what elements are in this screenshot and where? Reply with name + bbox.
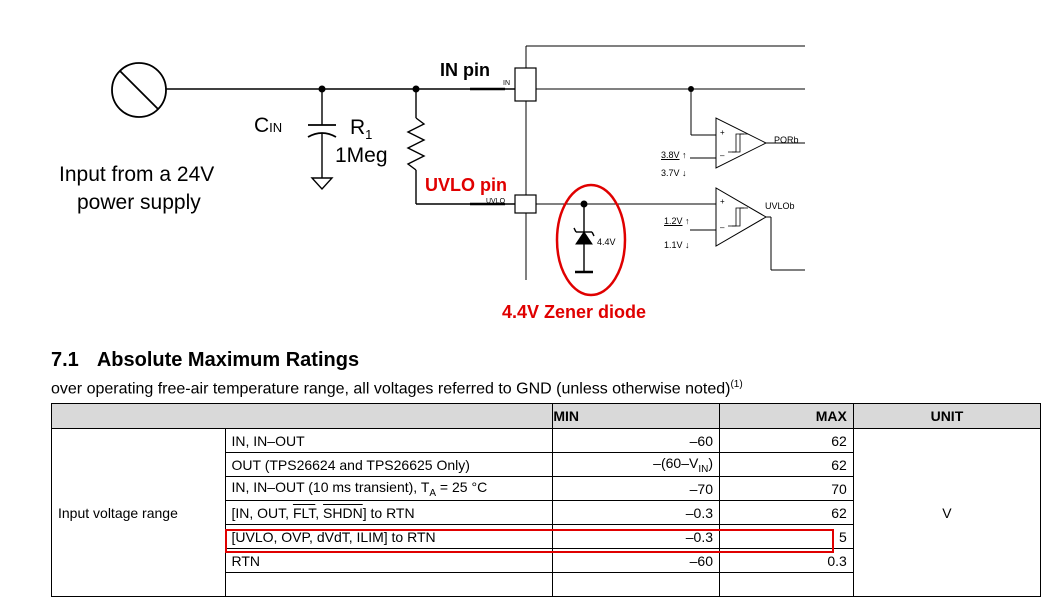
uvlo-pin-box (514, 194, 537, 214)
table-row: IN, IN–OUT (10 ms transient), TA = 25 °C… (52, 476, 1041, 501)
row-min: –60 (552, 548, 720, 573)
header-max: MAX (719, 403, 854, 429)
resistor-value: 1Meg (335, 144, 388, 167)
uvlo-minus-sign: – (720, 223, 725, 232)
row-max: 62 (719, 428, 854, 453)
table-header-row: MIN MAX UNIT (50, 403, 1041, 429)
por-plus-sign: + (720, 128, 725, 137)
resistor-label: R1 (350, 116, 373, 142)
input-source-label-line1: Input from a 24V (59, 163, 215, 186)
res-label-sub: 1 (365, 127, 373, 142)
down-arrow-icon: ↓ (685, 240, 690, 250)
row-min: –70 (552, 476, 720, 501)
capacitor-cin (307, 89, 337, 191)
param-prefix: IN, IN–OUT (10 ms transient), T (231, 478, 430, 495)
table-row: OUT (TPS26624 and TPS26625 Only) –(60–VI… (52, 452, 1041, 477)
row-max: 70 (719, 476, 854, 501)
por-minus-sign: – (720, 151, 725, 160)
por-low-value: 3.7V (661, 168, 680, 178)
circuit-schematic (111, 45, 805, 297)
min-sub: IN (698, 463, 709, 475)
unit-cell: V (852, 428, 1041, 597)
row-min: –(60–VIN) (552, 452, 720, 477)
por-comparator (715, 117, 805, 169)
uvlo-low-threshold: 1.1V ↓ (664, 240, 690, 250)
capacitor-label: CIN (254, 114, 282, 138)
zener-highlight-ellipse (555, 183, 627, 297)
row-param: [UVLO, OVP, dVdT, ILIM] to RTN (224, 524, 554, 549)
zener-caption: 4.4V Zener diode (502, 302, 647, 322)
down-arrow-icon: ↓ (682, 168, 687, 178)
row-max: 5 (719, 524, 854, 549)
subtitle-text: over operating free-air temperature rang… (51, 380, 731, 398)
row-param: RTN (224, 548, 554, 573)
por-low-threshold: 3.7V ↓ (661, 168, 687, 178)
por-high-threshold: 3.8V ↑ (661, 150, 687, 160)
row-min: –60 (552, 428, 720, 453)
param-part-c: , (315, 504, 324, 521)
zener-diode (573, 204, 595, 274)
header-unit: UNIT (852, 403, 1041, 429)
uvlo-comparator (715, 187, 805, 271)
row-param (224, 572, 554, 597)
row-min: –0.3 (552, 500, 720, 525)
row-max: 62 (719, 452, 854, 477)
up-arrow-icon: ↑ (682, 150, 687, 160)
in-pin-box (514, 67, 537, 102)
in-pin-small-label: IN (503, 80, 510, 87)
group-label: Input voltage range (51, 428, 226, 597)
voltage-source-symbol (111, 62, 167, 118)
param-part-a: [IN, OUT, (231, 504, 293, 521)
uvlo-pin-label: UVLO pin (425, 175, 507, 195)
row-max (719, 572, 854, 597)
absolute-max-ratings-table: MIN MAX UNIT Input voltage range IN, IN–… (50, 403, 1041, 597)
res-label-main: R (350, 116, 366, 139)
table-row: [IN, OUT, FLT, SHDN] to RTN –0.3 62 (52, 500, 1041, 525)
row-max: 62 (719, 500, 854, 525)
por-high-value: 3.8V (661, 150, 680, 160)
footnote-ref: (1) (730, 379, 743, 390)
row-param: IN, IN–OUT (10 ms transient), TA = 25 °C (224, 476, 554, 501)
section-title: Absolute Maximum Ratings (96, 349, 360, 371)
cap-label-main: C (254, 114, 270, 137)
section-number: 7.1 (51, 349, 79, 371)
zener-value-label: 4.4V (597, 237, 616, 247)
row-param: IN, IN–OUT (224, 428, 554, 453)
input-source-label-line2: power supply (77, 191, 201, 214)
table-row: Input voltage range IN, IN–OUT –60 62 V (51, 428, 1041, 597)
section-subtitle: over operating free-air temperature rang… (51, 379, 743, 398)
param-part-b: FLT (292, 504, 316, 521)
uvlo-plus-sign: + (720, 197, 725, 206)
row-min: –0.3 (552, 524, 720, 549)
por-output-label: PORb (774, 135, 799, 145)
in-pin-label: IN pin (440, 60, 490, 80)
cap-label-sub: IN (269, 120, 283, 135)
section-heading: 7.1 Absolute Maximum Ratings (51, 349, 359, 372)
uvlo-high-value: 1.2V (664, 216, 683, 226)
uvlo-pin-small-label: UVLO (486, 198, 506, 205)
uvlo-output-label: UVLOb (765, 201, 795, 211)
param-sub: A (429, 487, 437, 499)
min-prefix: –(60–V (653, 454, 699, 471)
row-param: [IN, OUT, FLT, SHDN] to RTN (224, 500, 554, 525)
param-suffix: = 25 °C (436, 478, 488, 495)
header-min: MIN (552, 403, 720, 429)
param-part-e: ] to RTN (362, 504, 415, 521)
param-part-d: SHDN (323, 504, 363, 521)
up-arrow-icon: ↑ (685, 216, 690, 226)
uvlo-high-threshold: 1.2V ↑ (664, 216, 690, 226)
min-suffix: ) (708, 454, 713, 471)
row-max: 0.3 (719, 548, 854, 573)
header-param (50, 403, 554, 429)
row-min (552, 572, 720, 597)
row-param: OUT (TPS26624 and TPS26625 Only) (224, 452, 554, 477)
uvlo-low-value: 1.1V (664, 240, 683, 250)
